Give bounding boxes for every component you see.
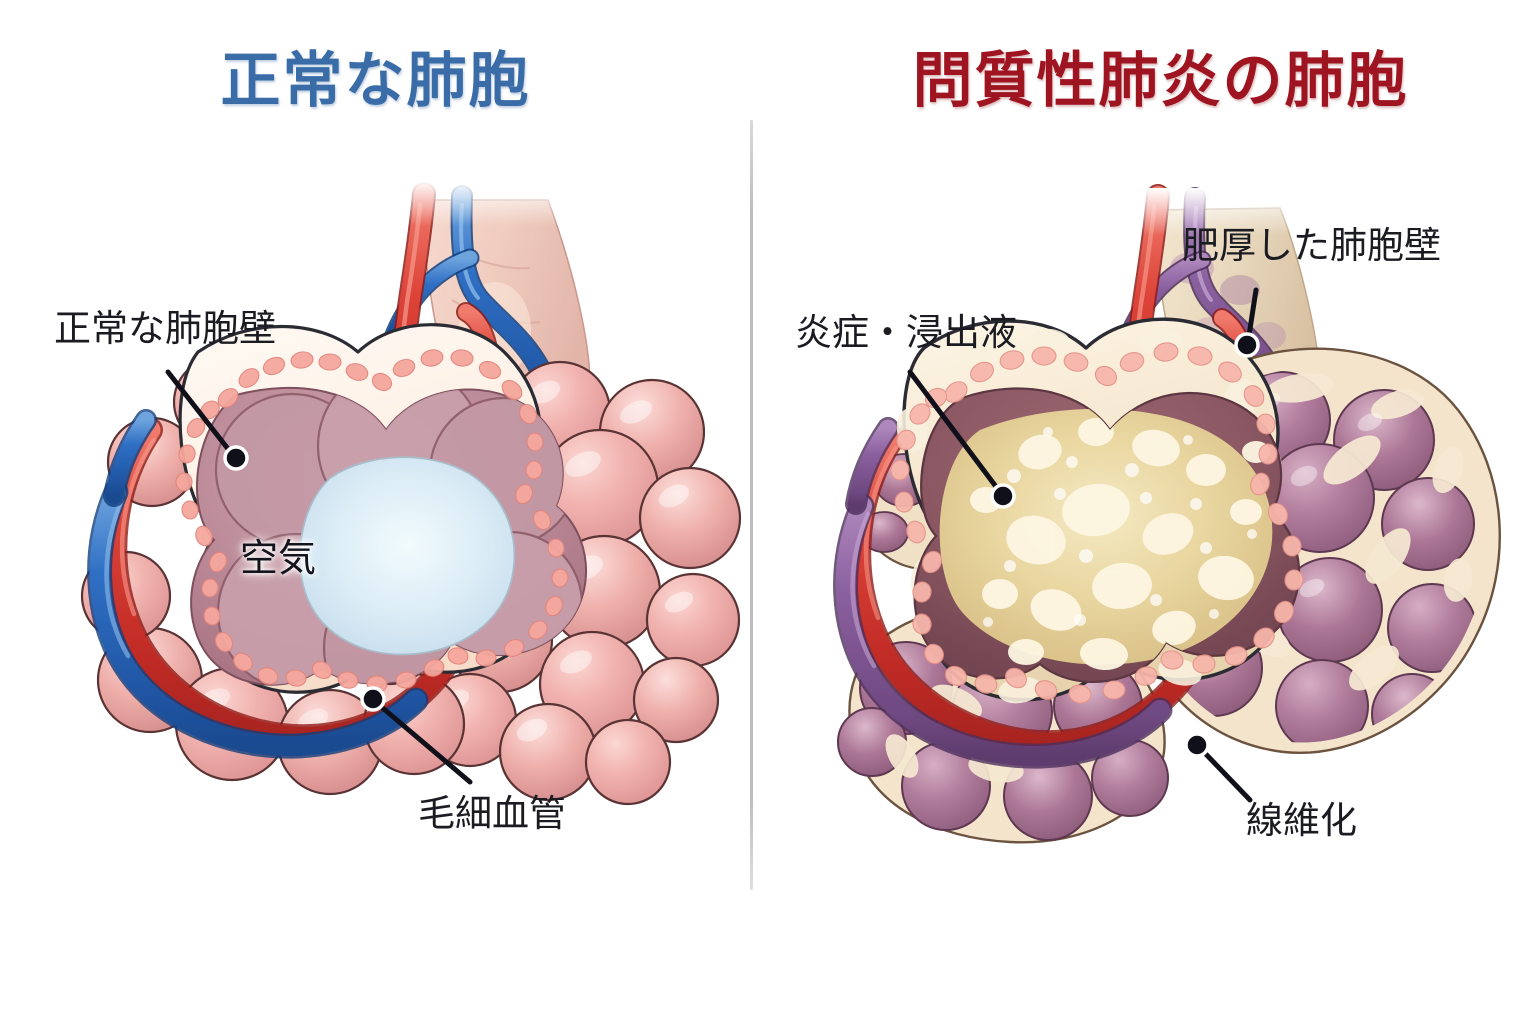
label-normal-alveolar-wall: 正常な肺胞壁 <box>54 308 276 349</box>
label-fibrosis: 線維化 <box>1246 800 1357 841</box>
panel-title-normal: 正常な肺胞 <box>220 47 531 114</box>
panel-title-interstitial: 問質性肺炎の肺胞 <box>912 47 1409 114</box>
label-thickened-alveolar-wall: 肥厚した肺胞壁 <box>1182 225 1441 266</box>
label-air: 空気 <box>240 538 317 580</box>
label-inflammation-exudate: 炎症・浸出液 <box>795 312 1017 353</box>
panel-divider <box>750 120 753 890</box>
label-capillary: 毛細血管 <box>418 793 566 834</box>
panel-normal: 正常な肺胞 <box>0 0 751 1024</box>
panel-interstitial: 問質性肺炎の肺胞 <box>785 0 1536 1024</box>
